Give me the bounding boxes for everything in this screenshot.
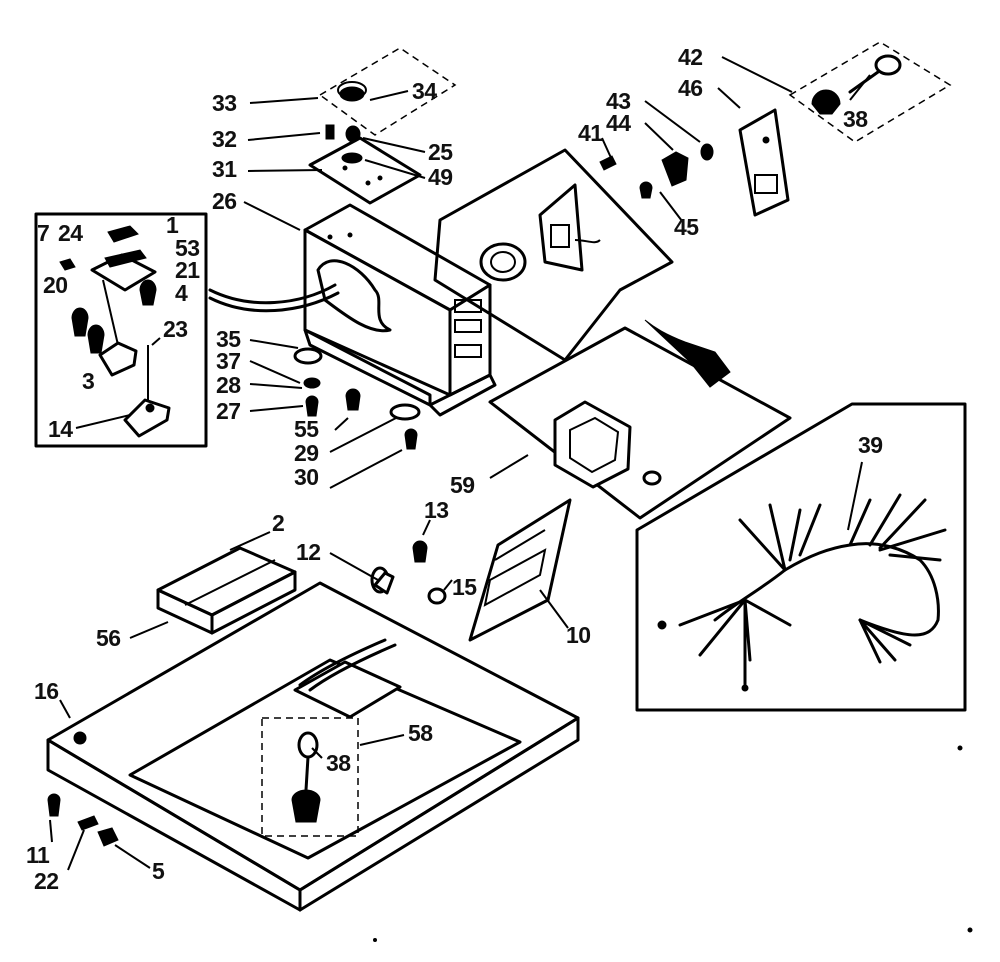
part-label-46: 46 <box>678 75 703 101</box>
part-label-56: 56 <box>96 625 121 651</box>
part-label-49: 49 <box>428 164 453 190</box>
plug-dashed-box <box>261 717 359 837</box>
door-panel <box>468 498 572 642</box>
control-plate <box>308 124 422 205</box>
part-label-15: 15 <box>452 574 477 600</box>
part-label-58: 58 <box>408 720 433 746</box>
part-label-55: 55 <box>294 416 319 442</box>
part-label-38-top: 38 <box>843 106 868 132</box>
part-label-59: 59 <box>450 472 475 498</box>
part-label-39: 39 <box>858 432 883 458</box>
part-label-16: 16 <box>34 678 59 704</box>
part-label-33: 33 <box>212 90 237 116</box>
part-label-23: 23 <box>163 316 188 342</box>
part-label-21: 21 <box>175 257 200 283</box>
knob-dashed-box <box>318 47 457 136</box>
switch-detail-box <box>34 212 208 448</box>
bracket-parts <box>639 108 790 217</box>
part-label-7: 7 <box>37 220 50 246</box>
part-label-24: 24 <box>58 220 83 246</box>
part-label-20: 20 <box>43 272 68 298</box>
control-panel-assembly <box>433 148 792 520</box>
part-label-53: 53 <box>175 235 200 261</box>
part-label-29: 29 <box>294 440 319 466</box>
filter-pads <box>156 546 297 635</box>
part-label-30: 30 <box>294 464 319 490</box>
part-label-37: 37 <box>216 348 241 374</box>
part-label-43: 43 <box>606 88 631 114</box>
part-label-14: 14 <box>48 416 73 442</box>
housing-hardware <box>293 347 421 450</box>
part-label-2: 2 <box>272 510 285 536</box>
part-label-38-bottom: 38 <box>326 750 351 776</box>
part-label-28: 28 <box>216 372 241 398</box>
part-label-5: 5 <box>152 858 165 884</box>
part-label-10: 10 <box>566 622 591 648</box>
part-label-42: 42 <box>678 44 703 70</box>
part-label-32: 32 <box>212 126 237 152</box>
part-label-3: 3 <box>82 368 95 394</box>
part-label-31: 31 <box>212 156 237 182</box>
part-label-22: 22 <box>34 868 59 894</box>
wire-harness-box <box>635 402 967 712</box>
part-label-11: 11 <box>26 842 50 868</box>
main-housing <box>303 203 497 417</box>
loose-hardware <box>47 540 447 847</box>
lamp-dashed-box <box>788 41 952 143</box>
part-label-13: 13 <box>424 497 449 523</box>
part-label-35: 35 <box>216 326 241 352</box>
part-label-44: 44 <box>606 110 631 136</box>
part-label-4: 4 <box>175 280 188 306</box>
part-label-34: 34 <box>412 78 437 104</box>
part-label-1: 1 <box>166 212 179 238</box>
part-label-41: 41 <box>578 120 603 146</box>
part-label-27: 27 <box>216 398 241 424</box>
part-label-26: 26 <box>212 188 237 214</box>
part-label-25: 25 <box>428 139 453 165</box>
leader-lines <box>49 56 871 871</box>
part-label-12: 12 <box>296 539 321 565</box>
cable <box>208 283 337 305</box>
part-label-45: 45 <box>674 214 699 240</box>
